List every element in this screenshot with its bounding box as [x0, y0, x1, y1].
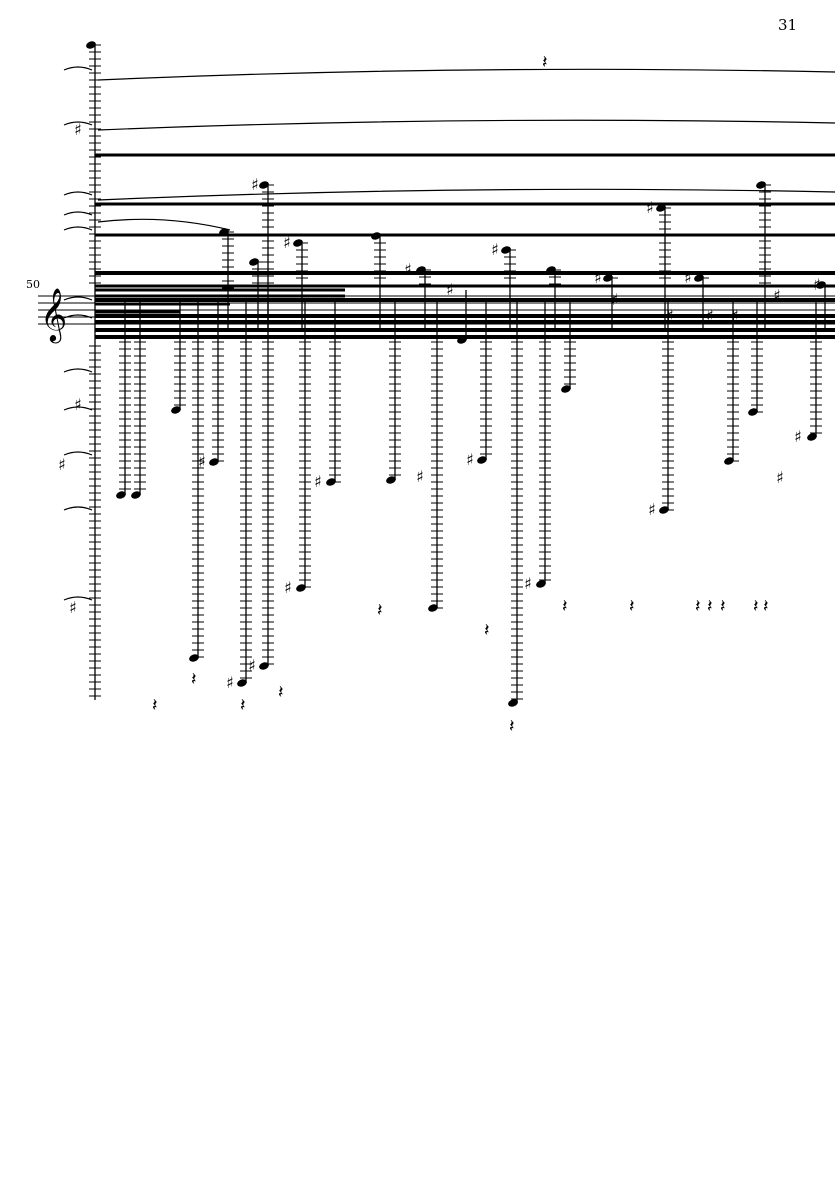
- notehead: [116, 491, 126, 499]
- quarter-rest-icon: 𝄽: [763, 596, 769, 617]
- sharp-icon: ♯: [706, 306, 714, 325]
- tie: [63, 211, 93, 216]
- quarter-rest-icon: 𝄽: [377, 600, 383, 621]
- sharp-icon: ♯: [594, 268, 602, 287]
- quarter-rest-icon: 𝄽: [509, 716, 515, 737]
- sharp-icon: ♯: [314, 472, 322, 491]
- sharp-icon: ♯: [466, 450, 474, 469]
- notehead: [189, 654, 199, 662]
- notehead: [86, 41, 96, 49]
- quarter-rest-icon: 𝄽: [152, 695, 158, 716]
- sharp-icon: ♯: [776, 468, 784, 487]
- notehead: [259, 181, 269, 189]
- quarter-rest-icon: 𝄽: [707, 596, 713, 617]
- notehead: [326, 478, 336, 486]
- tie: [97, 119, 835, 131]
- notehead: [694, 274, 704, 282]
- notehead: [477, 456, 487, 464]
- notehead: [386, 476, 396, 484]
- notehead: [296, 584, 306, 592]
- page-number: 31: [778, 16, 798, 34]
- tie: [63, 368, 93, 373]
- quarter-rest-icon: 𝄽: [484, 620, 490, 641]
- notehead: [249, 258, 259, 266]
- notehead: [259, 662, 269, 670]
- sharp-icon: ♯: [284, 578, 292, 597]
- notehead: [508, 699, 518, 707]
- notehead: [807, 433, 817, 441]
- quarter-rest-icon: 𝄽: [629, 596, 635, 617]
- measure-number: 50: [26, 278, 40, 291]
- tie: [97, 188, 835, 201]
- notehead: [131, 491, 141, 499]
- notehead: [293, 239, 303, 247]
- sharp-icon: ♯: [648, 500, 656, 519]
- quarter-rest-icon: 𝄽: [695, 596, 701, 617]
- notehead: [816, 281, 826, 289]
- sharp-icon: ♯: [74, 120, 82, 139]
- tie: [63, 226, 93, 231]
- notehead: [748, 408, 758, 416]
- notehead: [536, 580, 546, 588]
- quarter-rest-icon: 𝄽: [542, 52, 548, 73]
- sharp-icon: ♯: [283, 233, 291, 252]
- notehead: [457, 336, 467, 344]
- tie: [97, 218, 231, 231]
- sharp-icon: ♯: [226, 673, 234, 692]
- tie: [63, 596, 93, 601]
- sharp-icon: ♯: [248, 656, 256, 675]
- sharp-icon: ♯: [491, 240, 499, 259]
- notehead: [416, 266, 426, 274]
- rests: 𝄽𝄽𝄽𝄽𝄽𝄽𝄽𝄽𝄽𝄽𝄽𝄽𝄽𝄽𝄽: [152, 52, 769, 737]
- quarter-rest-icon: 𝄽: [240, 695, 246, 716]
- quarter-rest-icon: 𝄽: [562, 596, 568, 617]
- sharp-icon: ♯: [684, 268, 692, 287]
- notehead: [428, 604, 438, 612]
- sharp-icon: ♯: [666, 306, 674, 325]
- notehead: [171, 406, 181, 414]
- sharp-icon: ♯: [794, 427, 802, 446]
- sharp-icon: ♯: [69, 598, 77, 617]
- quarter-rest-icon: 𝄽: [191, 669, 197, 690]
- quarter-rest-icon: 𝄽: [753, 596, 759, 617]
- notehead: [501, 246, 511, 254]
- sharp-icon: ♯: [773, 286, 781, 305]
- sharp-icon: ♯: [446, 280, 454, 299]
- sharp-icon: ♯: [58, 455, 66, 474]
- sharp-icon: ♯: [416, 467, 424, 486]
- notehead: [659, 506, 669, 514]
- notehead: [237, 679, 247, 687]
- sharp-icon: ♯: [731, 306, 739, 325]
- tie: [63, 191, 93, 196]
- tie: [97, 68, 835, 81]
- quarter-rest-icon: 𝄽: [720, 596, 726, 617]
- ties: [63, 66, 835, 601]
- notehead: [603, 274, 613, 282]
- sharp-icon: ♯: [404, 260, 412, 279]
- tie: [63, 506, 93, 511]
- sharp-icon: ♯: [524, 574, 532, 593]
- tie: [63, 314, 93, 319]
- notehead: [371, 232, 381, 240]
- tie: [63, 451, 93, 456]
- sharp-icon: ♯: [74, 395, 82, 414]
- tie: [63, 296, 93, 301]
- quarter-rest-icon: 𝄽: [278, 682, 284, 703]
- tie: [63, 66, 93, 71]
- sharp-icon: ♯: [646, 198, 654, 217]
- notehead: [756, 181, 766, 189]
- sharp-icon: ♯: [813, 275, 821, 294]
- notehead: [561, 385, 571, 393]
- treble-clef-icon: 𝄞: [40, 287, 67, 343]
- notehead: [546, 266, 556, 274]
- sharp-icon: ♯: [611, 290, 619, 309]
- notehead: [219, 228, 229, 236]
- sharp-icon: ♯: [198, 452, 206, 471]
- tie: [63, 121, 93, 126]
- notehead: [724, 457, 734, 465]
- notes: ♯ ♯ ♯ ♯ ♯ ♯ ♯ ♯ ♯ ♯ ♯ ♯ ♯ ♯ ♯ ♯ ♯ ♯ ♯ ♯ ♯ ♯ ♯ ♯ ♯ ♯ ♯ ♯ ♯: [58, 41, 826, 707]
- notehead: [656, 204, 666, 212]
- notehead: [209, 458, 219, 466]
- sharp-icon: ♯: [251, 175, 259, 194]
